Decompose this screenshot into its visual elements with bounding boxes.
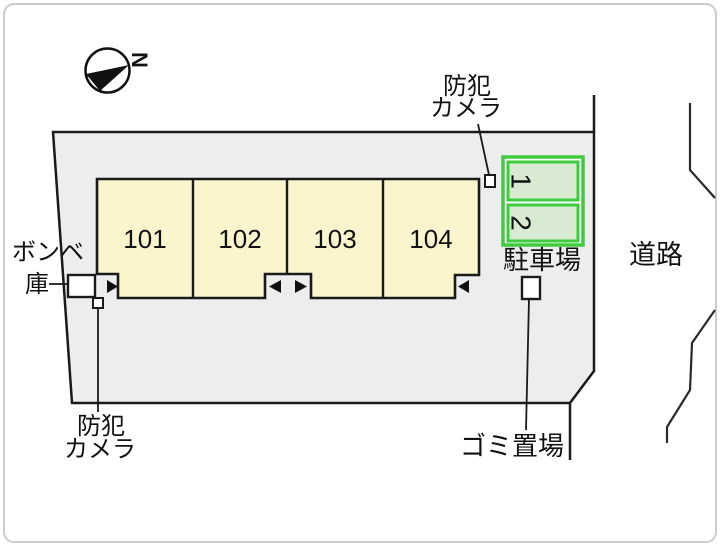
unit-101-label: 101 xyxy=(123,224,166,254)
camera-top-icon xyxy=(484,174,496,188)
entrance-arrow-104-icon xyxy=(458,280,469,293)
security-camera-top: 防犯 カメラ xyxy=(430,73,502,188)
compass-north-letter: N xyxy=(127,52,152,68)
entrance-arrow-101-icon xyxy=(107,280,118,293)
gas-storage-label-line1: ボンベ xyxy=(12,239,84,266)
entrance-arrow-102-icon xyxy=(269,280,281,293)
security-camera-bottom: 防犯 カメラ xyxy=(64,297,136,463)
parking-space-1 xyxy=(506,160,580,202)
road-break-line-upper xyxy=(688,103,716,199)
camera-top-label-line1: 防犯 xyxy=(443,73,491,100)
compass: N xyxy=(84,47,152,94)
building: 101 102 103 104 xyxy=(95,177,481,300)
unit-102-label: 102 xyxy=(218,224,261,254)
image-frame-border xyxy=(3,3,717,543)
garbage-leader-line xyxy=(525,298,530,431)
gas-storage-box xyxy=(66,273,97,299)
camera-bottom-label-line2: カメラ xyxy=(64,436,136,463)
camera-bottom-icon xyxy=(92,297,104,309)
parking-space-2-number: 2 xyxy=(506,215,537,231)
unit-104-label: 104 xyxy=(409,224,452,254)
camera-bottom-label-line1: 防犯 xyxy=(77,413,125,440)
north-arrow-icon xyxy=(86,65,129,91)
entrance-arrow-103-icon xyxy=(295,280,307,293)
garbage-box xyxy=(520,275,542,301)
camera-top-leader-line xyxy=(477,123,490,176)
road-label: 道路 xyxy=(629,240,683,270)
garbage-area: ゴミ置場 xyxy=(460,275,564,461)
gas-storage-label-line2: 庫 xyxy=(25,271,49,298)
parking-space-1-number: 1 xyxy=(506,173,537,189)
parking-area: 1 2 駐車場 xyxy=(501,155,585,275)
camera-top-label-line2: カメラ xyxy=(430,95,502,122)
unit-103-label: 103 xyxy=(313,224,356,254)
garbage-label: ゴミ置場 xyxy=(460,431,564,461)
parking-space-2 xyxy=(506,203,580,243)
gas-cylinder-storage: ボンベ 庫 xyxy=(12,239,97,299)
road-break-line-lower xyxy=(665,309,716,443)
parking-label: 駐車場 xyxy=(503,245,581,275)
road-edge-marks xyxy=(665,103,716,443)
